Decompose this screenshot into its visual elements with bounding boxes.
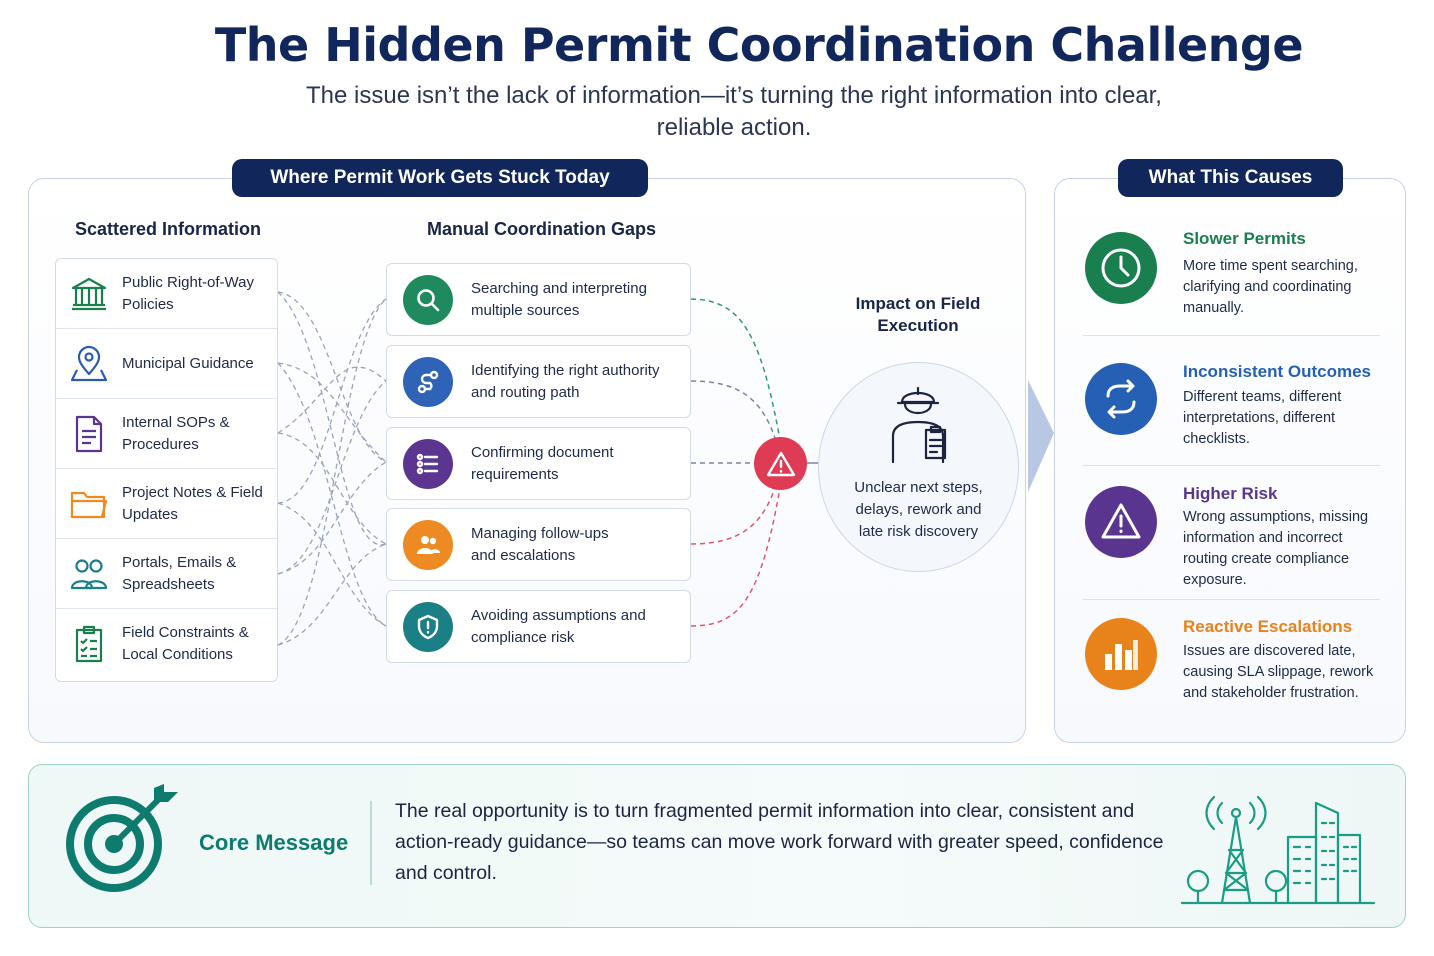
- impact-heading: Impact on Field Execution: [855, 294, 981, 335]
- impact-text: Unclear next steps, delays, rework and l…: [854, 479, 983, 540]
- warning-icon: [1085, 486, 1157, 558]
- page-subtitle: The issue isn’t the lack of information—…: [306, 82, 1162, 141]
- page-title: The Hidden Permit Coordination Challenge: [214, 18, 1304, 72]
- effect-title: Reactive Escalations: [1183, 617, 1353, 636]
- gap-item: Identifying the right authority and rout…: [386, 345, 691, 418]
- effect-text: Wrong assumptions, missing information a…: [1183, 509, 1369, 588]
- document-icon: [56, 414, 122, 454]
- core-message-label: Core Message: [199, 830, 349, 855]
- gap-item: Searching and interpreting multiple sour…: [386, 263, 691, 336]
- source-item: Internal SOPs & Procedures: [56, 399, 277, 469]
- gaps-heading: Manual Coordination Gaps: [427, 219, 657, 239]
- gap-item: Avoiding assumptions and compliance risk: [386, 590, 691, 663]
- team-icon: [403, 519, 453, 570]
- source-item: Public Right-of-Way Policies: [56, 259, 277, 329]
- divider: [1083, 599, 1380, 600]
- city-tower-icon: [1180, 795, 1376, 905]
- clock-icon: [1085, 232, 1157, 304]
- folder-icon: [56, 484, 122, 524]
- warning-icon: [766, 451, 795, 476]
- refresh-icon: [1085, 363, 1157, 435]
- core-separator: [370, 801, 372, 885]
- effect-text: Issues are discovered late, causing SLA …: [1183, 643, 1374, 701]
- effect-title: Inconsistent Outcomes: [1183, 362, 1371, 381]
- map-pin-icon: [56, 344, 122, 384]
- route-icon: [403, 356, 453, 407]
- gap-item: Confirming document requirements: [386, 427, 691, 500]
- government-building-icon: [56, 274, 122, 314]
- divider: [1083, 335, 1380, 336]
- clipboard-icon: [56, 624, 122, 664]
- core-message-panel: [28, 764, 1406, 928]
- checklist-icon: [403, 438, 453, 489]
- core-message-text: The real opportunity is to turn fragment…: [395, 800, 1164, 884]
- effect-title: Slower Permits: [1183, 229, 1306, 248]
- alert-node: [754, 437, 807, 490]
- source-item: Portals, Emails & Spreadsheets: [56, 539, 277, 609]
- people-icon: [56, 554, 122, 594]
- effect-title: Higher Risk: [1183, 484, 1278, 503]
- left-panel-title: Where Permit Work Gets Stuck Today: [232, 159, 648, 197]
- source-item: Municipal Guidance: [56, 329, 277, 399]
- gap-item: Managing follow-ups and escalations: [386, 508, 691, 581]
- search-icon: [403, 274, 453, 325]
- source-item: Project Notes & Field Updates: [56, 469, 277, 539]
- effect-text: More time spent searching, clarifying an…: [1183, 258, 1358, 316]
- source-item: Field Constraints & Local Conditions: [56, 609, 277, 679]
- shield-icon: [403, 601, 453, 652]
- bar-chart-icon: [1085, 618, 1157, 690]
- field-worker-icon: [891, 386, 947, 464]
- effect-text: Different teams, different interpretatio…: [1183, 389, 1342, 447]
- sources-heading: Scattered Information: [75, 219, 262, 239]
- divider: [1083, 465, 1380, 466]
- right-panel-title: What This Causes: [1118, 159, 1343, 197]
- target-icon: [66, 784, 178, 892]
- impact-circle: [818, 362, 1019, 572]
- sources-list: Public Right-of-Way Policies Municipal G…: [55, 258, 278, 682]
